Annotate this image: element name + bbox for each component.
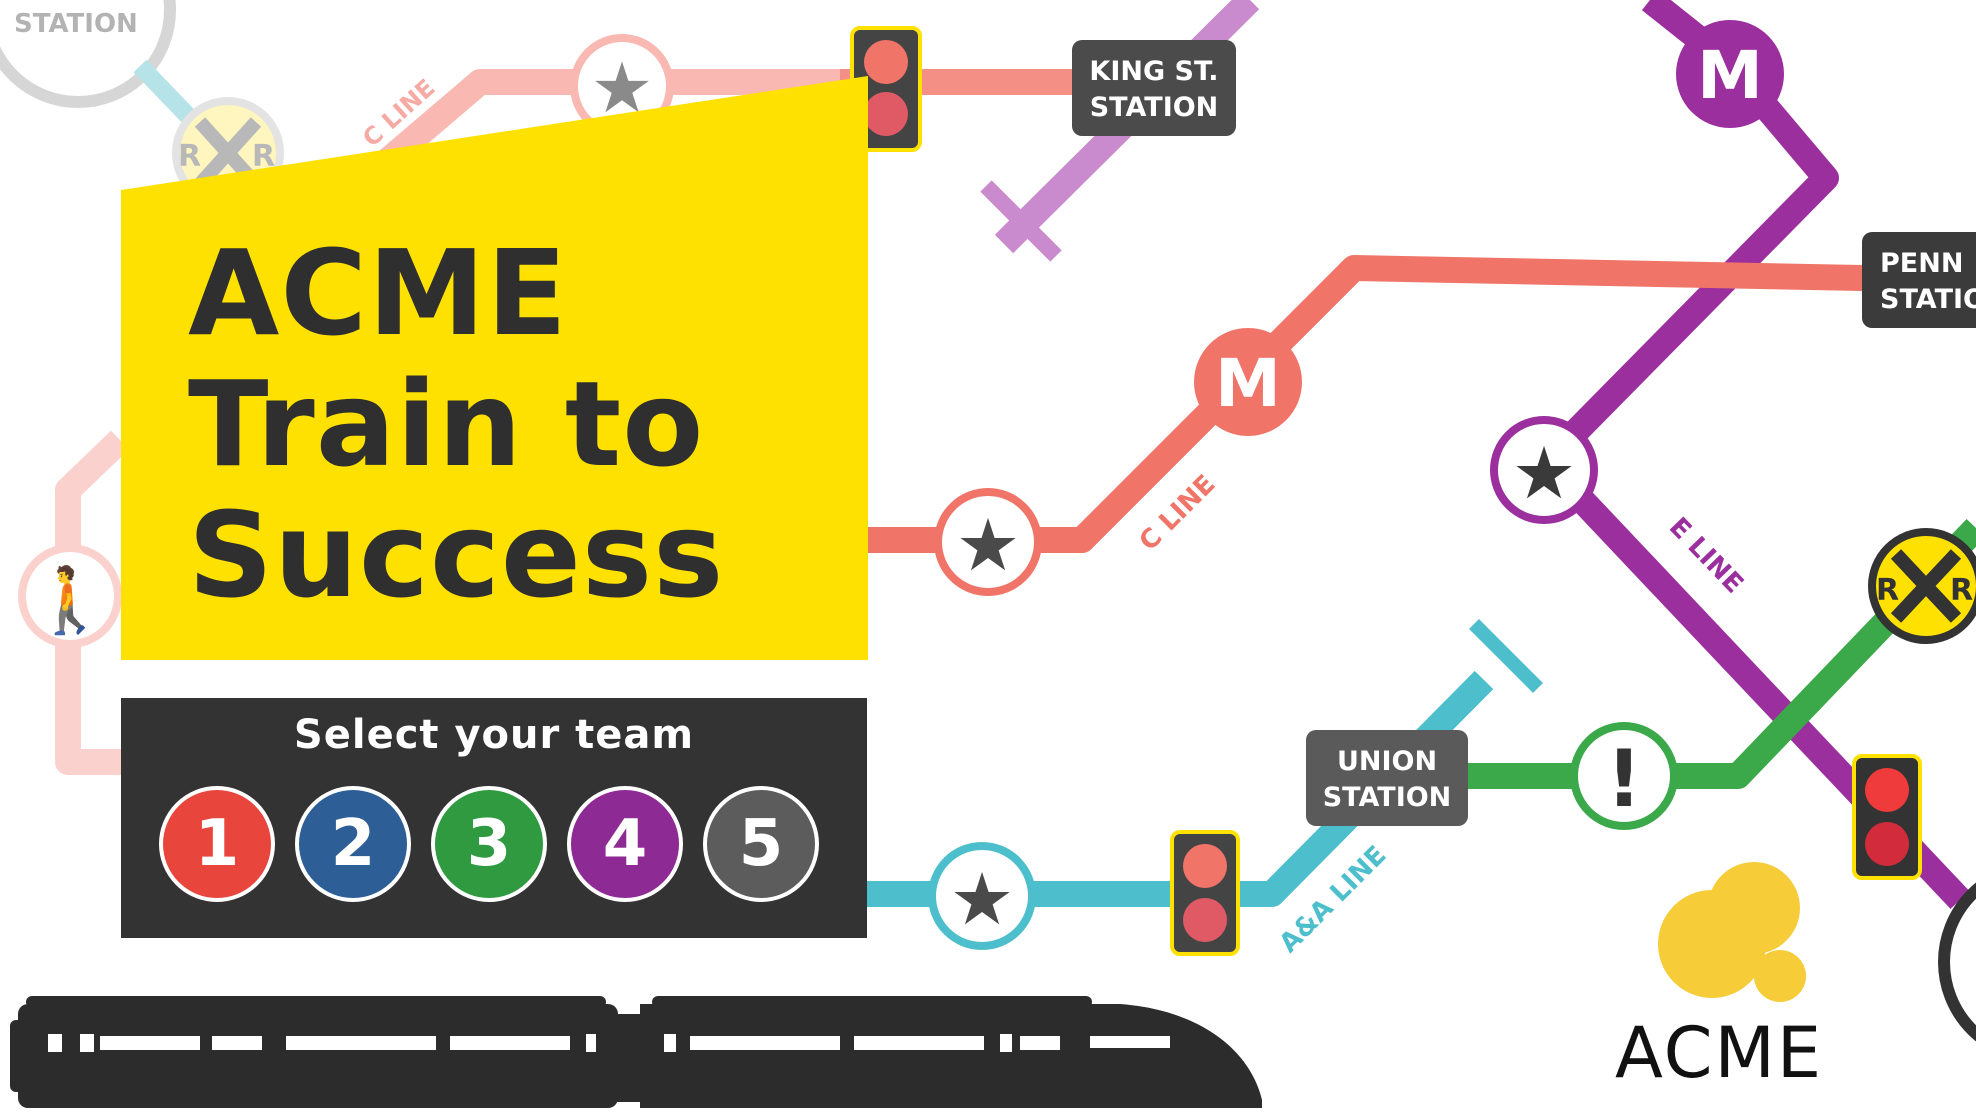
alert-icon: !	[1606, 735, 1642, 825]
station-king-st: KING ST. STATION	[1072, 40, 1236, 136]
title-line-3: Success	[188, 486, 725, 624]
station-union: UNION STATION	[1306, 730, 1468, 826]
crossing-letter-right-1: R	[1876, 573, 1899, 608]
team-5-button[interactable]: 5	[703, 786, 819, 902]
metro-stop-red	[1194, 328, 1302, 436]
acme-logo-mark	[1658, 862, 1806, 1002]
station-label-union-1: UNION	[1337, 746, 1437, 777]
title-card-yellow	[121, 76, 868, 660]
alert-stop	[1570, 722, 1678, 830]
signal-light-aa	[1170, 830, 1240, 956]
station-label-king-2: STATION	[1090, 92, 1219, 123]
acme-logo-text: ACME	[1615, 1012, 1824, 1094]
pedestrian-stop	[18, 544, 122, 648]
purple-spur-end	[980, 180, 1062, 262]
team-4-button[interactable]: 4	[567, 786, 683, 902]
game-title: ACME Train to Success	[188, 228, 724, 621]
crossing-letter-left-faded: R	[178, 139, 201, 174]
crossing-x-right-b	[1890, 549, 1962, 623]
title-line-2: Train to	[188, 355, 705, 493]
train-windows	[48, 1034, 1170, 1052]
signal-light-right	[1852, 754, 1922, 880]
team-3-button[interactable]: 3	[431, 786, 547, 902]
e-line-upper	[1536, 0, 1839, 472]
star-stop-aa-line	[928, 842, 1036, 950]
star-stop-e-line	[1490, 416, 1598, 524]
pedestrian-icon: 🚶	[30, 564, 110, 638]
aa-line-end	[1469, 619, 1543, 693]
station-label-king-1: KING ST.	[1089, 56, 1218, 87]
team-1-button[interactable]: 1	[159, 786, 275, 902]
station-label-union-2: STATION	[1323, 782, 1452, 813]
station-label-top-left: STATION	[14, 9, 138, 39]
station-label-penn-1: PENN	[1880, 248, 1963, 279]
crossing-letter-right-2: R	[1950, 573, 1973, 608]
title-line-1: ACME	[188, 224, 568, 362]
team-select-panel: Select your team 1 2 3 4 5	[121, 698, 867, 938]
team-2-button[interactable]: 2	[295, 786, 411, 902]
team-select-label: Select your team	[293, 712, 695, 758]
metro-icon-red: M	[1215, 345, 1281, 422]
crossing-x-b	[194, 117, 262, 189]
signal-light-top	[850, 26, 922, 152]
star-stop-middle	[934, 488, 1042, 596]
metro-stop-purple	[1676, 20, 1784, 128]
station-label-penn-2: STATIO	[1880, 284, 1976, 315]
crossing-letter-right-faded: R	[252, 139, 275, 174]
star-icon-middle: ★	[956, 503, 1021, 587]
faded-teal-line	[133, 59, 197, 125]
metro-icon-purple: M	[1697, 37, 1763, 114]
station-ring-bottom-right	[1938, 882, 1976, 1042]
station-ring-top-left	[0, 0, 176, 108]
train-silhouette	[10, 996, 1262, 1108]
c-line-middle	[866, 255, 1961, 553]
station-penn: PENN STATIO	[1862, 232, 1976, 328]
star-icon-aa-line: ★	[950, 857, 1015, 941]
star-icon-e-line: ★	[1512, 431, 1577, 515]
